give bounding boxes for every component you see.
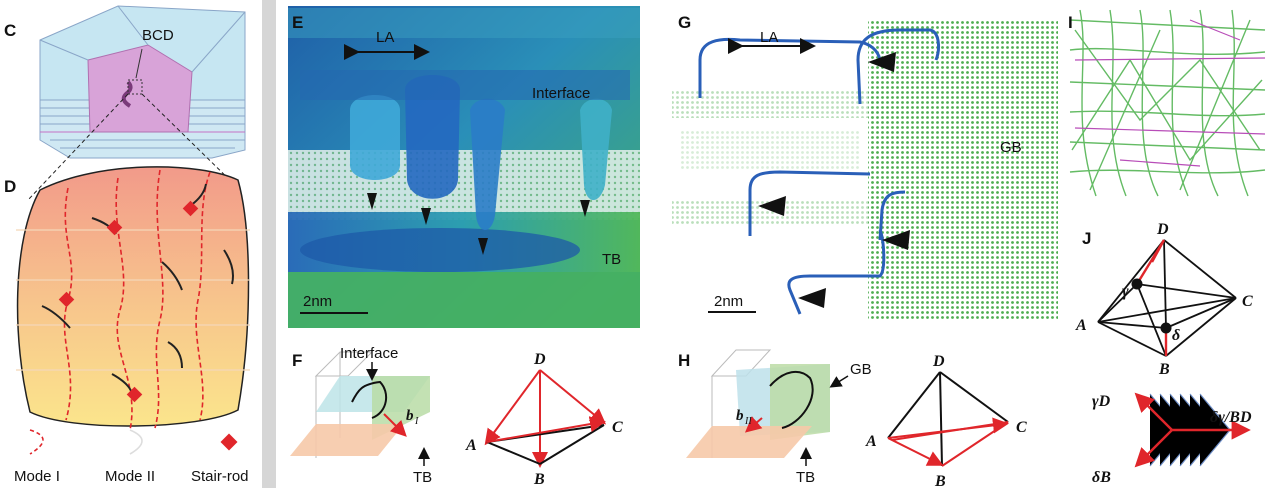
f-vertex-d: D	[533, 351, 546, 368]
j-vertex-c: C	[1242, 293, 1253, 310]
zoom-line-left	[27, 93, 129, 201]
panel-e-scale: 2nm	[303, 293, 332, 310]
f-vertex-b: B	[533, 471, 545, 488]
j-delta: δ	[1172, 327, 1180, 344]
j-delta-b: δB	[1092, 469, 1111, 486]
j-y-junction	[1134, 392, 1251, 468]
panel-h: H b II GB TB D A B C	[678, 349, 1027, 488]
h-b-sub: II	[744, 416, 752, 427]
panel-f: F b I Interface TB D A B C	[290, 345, 623, 488]
panel-j: J γ δ D A B C	[1075, 221, 1253, 486]
h-vertex-c: C	[1016, 419, 1027, 436]
j-vertex-d: D	[1156, 221, 1169, 238]
panel-i-image	[1066, 6, 1269, 198]
panel-c: C BCD	[4, 5, 246, 201]
panel-j-label: J	[1082, 229, 1091, 248]
panel-g-label: G	[678, 13, 691, 32]
h-vertex-a: A	[865, 433, 877, 450]
panel-d-label: D	[4, 177, 16, 196]
h-dislocation-curve	[769, 370, 814, 429]
g-arrowheads	[758, 52, 910, 308]
h-b-label: b	[736, 408, 744, 424]
panel-g-la: LA	[760, 29, 778, 46]
legend-mode-ii: Mode II	[105, 468, 155, 485]
panel-d: D	[4, 166, 250, 485]
bcd-label: BCD	[142, 27, 174, 44]
h-b-arrow	[744, 416, 763, 433]
legend-stair-rod-icon	[220, 433, 238, 451]
i-network-purple	[1074, 19, 1266, 167]
panel-h-label: H	[678, 351, 690, 370]
legend-stair-rod: Stair-rod	[191, 468, 249, 485]
h-vertex-d: D	[932, 353, 945, 370]
legend: Mode I Mode II Stair-rod	[14, 429, 249, 485]
panel-i: I	[1066, 6, 1269, 198]
f-vertex-a: A	[465, 437, 477, 454]
j-red-edge-3	[1150, 239, 1166, 263]
f-tetrahedron	[484, 369, 607, 468]
panel-e-label: E	[292, 13, 303, 32]
i-network	[1069, 9, 1266, 197]
h-vertex-b: B	[934, 473, 946, 488]
arrowheads	[367, 193, 590, 255]
blob-gridlines	[16, 229, 250, 371]
panel-i-label: I	[1068, 13, 1073, 32]
legend-mode-i-icon	[29, 429, 44, 455]
zoom-box	[127, 79, 143, 95]
panel-e-la: LA	[376, 29, 394, 46]
f-tb-label: TB	[413, 469, 432, 486]
j-dg-bd: δγ/BD	[1210, 409, 1252, 426]
panel-e: LA Interface TB 2nm E	[288, 6, 640, 328]
f-dislocation-curve	[351, 380, 388, 419]
panel-e-interface: Interface	[532, 85, 590, 102]
j-gamma-d: γD	[1092, 393, 1111, 410]
grain-blob	[16, 166, 250, 427]
f-b-label: b	[406, 408, 414, 424]
legend-mode-i: Mode I	[14, 468, 60, 485]
f-tb-plane	[290, 424, 404, 456]
f-b-sub: I	[414, 416, 419, 427]
panel-c-label: C	[4, 21, 16, 40]
f-vertex-c: C	[612, 419, 623, 436]
j-delta-point	[1160, 322, 1172, 334]
panel-g-gb: GB	[1000, 139, 1022, 156]
h-green-plane	[770, 364, 830, 440]
h-tb-plane	[686, 426, 812, 458]
j-tetrahedron	[1097, 239, 1237, 357]
panel-separator	[262, 0, 276, 488]
h-gb-label: GB	[850, 361, 872, 378]
f-interface-label: Interface	[340, 345, 398, 362]
dislocation-columns	[300, 70, 630, 230]
panel-e-tb: TB	[602, 251, 621, 268]
j-vertex-b: B	[1158, 361, 1170, 378]
j-gamma-point	[1131, 278, 1143, 290]
panel-f-label: F	[292, 351, 302, 370]
panel-g-scale: 2nm	[714, 293, 743, 310]
dislocation-mark	[121, 80, 133, 108]
j-gamma: γ	[1122, 283, 1129, 300]
h-tb-label: TB	[796, 469, 815, 486]
legend-mode-ii-icon	[129, 429, 143, 455]
panel-g: LA GB 2nm G	[672, 6, 1058, 328]
h-tetrahedron	[887, 371, 1009, 467]
bcd-region	[87, 44, 193, 133]
f-b-arrow	[383, 413, 407, 437]
j-vertex-a: A	[1075, 317, 1087, 334]
